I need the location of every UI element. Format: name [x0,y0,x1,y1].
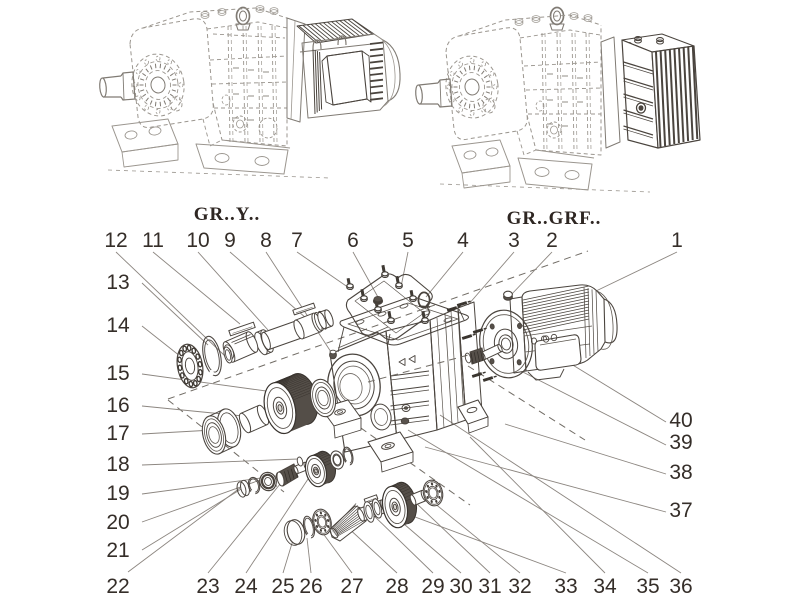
svg-text:18: 18 [106,453,129,476]
svg-text:28: 28 [385,575,408,598]
svg-text:9: 9 [224,229,236,252]
svg-text:GR..GRF..: GR..GRF.. [507,208,602,229]
svg-text:30: 30 [449,575,472,598]
svg-text:35: 35 [636,575,659,598]
svg-text:40: 40 [669,409,692,432]
svg-text:17: 17 [106,422,129,445]
svg-text:20: 20 [106,511,129,534]
svg-text:6: 6 [347,229,359,252]
svg-text:5: 5 [402,229,414,252]
svg-text:10: 10 [186,229,209,252]
svg-text:25: 25 [271,575,294,598]
svg-text:37: 37 [669,499,692,522]
svg-text:21: 21 [106,539,129,562]
svg-text:12: 12 [104,229,127,252]
svg-text:29: 29 [421,575,444,598]
svg-text:34: 34 [593,575,617,598]
svg-text:26: 26 [299,575,322,598]
svg-text:16: 16 [106,394,129,417]
svg-text:19: 19 [106,482,129,505]
svg-text:14: 14 [106,314,130,337]
svg-text:2: 2 [546,229,558,252]
svg-text:23: 23 [196,575,219,598]
svg-text:36: 36 [669,575,692,598]
svg-text:3: 3 [508,229,520,252]
svg-text:32: 32 [508,575,531,598]
svg-text:11: 11 [142,229,164,252]
svg-text:15: 15 [106,362,129,385]
svg-text:22: 22 [106,575,129,598]
svg-text:GR..Y..: GR..Y.. [194,204,260,225]
svg-text:1: 1 [671,229,683,252]
svg-text:38: 38 [669,461,692,484]
svg-text:39: 39 [669,431,692,454]
svg-text:33: 33 [554,575,577,598]
svg-text:27: 27 [340,575,363,598]
svg-text:31: 31 [478,575,501,598]
svg-text:24: 24 [234,575,258,598]
svg-text:7: 7 [291,229,303,252]
svg-text:8: 8 [260,229,272,252]
svg-text:4: 4 [457,229,469,252]
svg-text:13: 13 [106,271,129,294]
